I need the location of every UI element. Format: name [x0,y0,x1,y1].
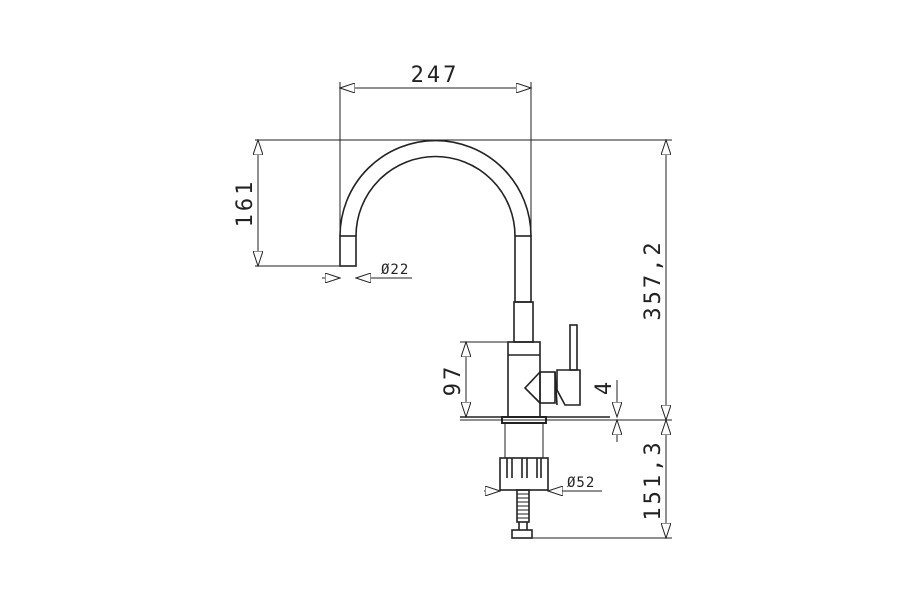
label-247: 247 [411,63,460,88]
spout-tip [339,235,357,267]
spout [339,139,532,237]
handle-block [556,369,581,406]
label-4: 4 [592,379,617,395]
riser-collar [513,301,534,343]
handle-connector [539,371,556,404]
label-d22: Ø22 [381,262,409,278]
handle-lever [569,324,578,371]
hose-fitting [511,529,533,539]
faucet-body [507,341,541,418]
body-notch [523,371,541,404]
spout-riser [514,235,532,303]
flange [501,416,547,424]
label-97: 97 [441,364,466,397]
label-d52: Ø52 [567,475,595,491]
faucet [339,139,610,539]
label-151: 151,3 [641,439,666,520]
label-357: 357,2 [641,239,666,320]
extension-lines [255,82,672,539]
label-161: 161 [233,179,258,228]
